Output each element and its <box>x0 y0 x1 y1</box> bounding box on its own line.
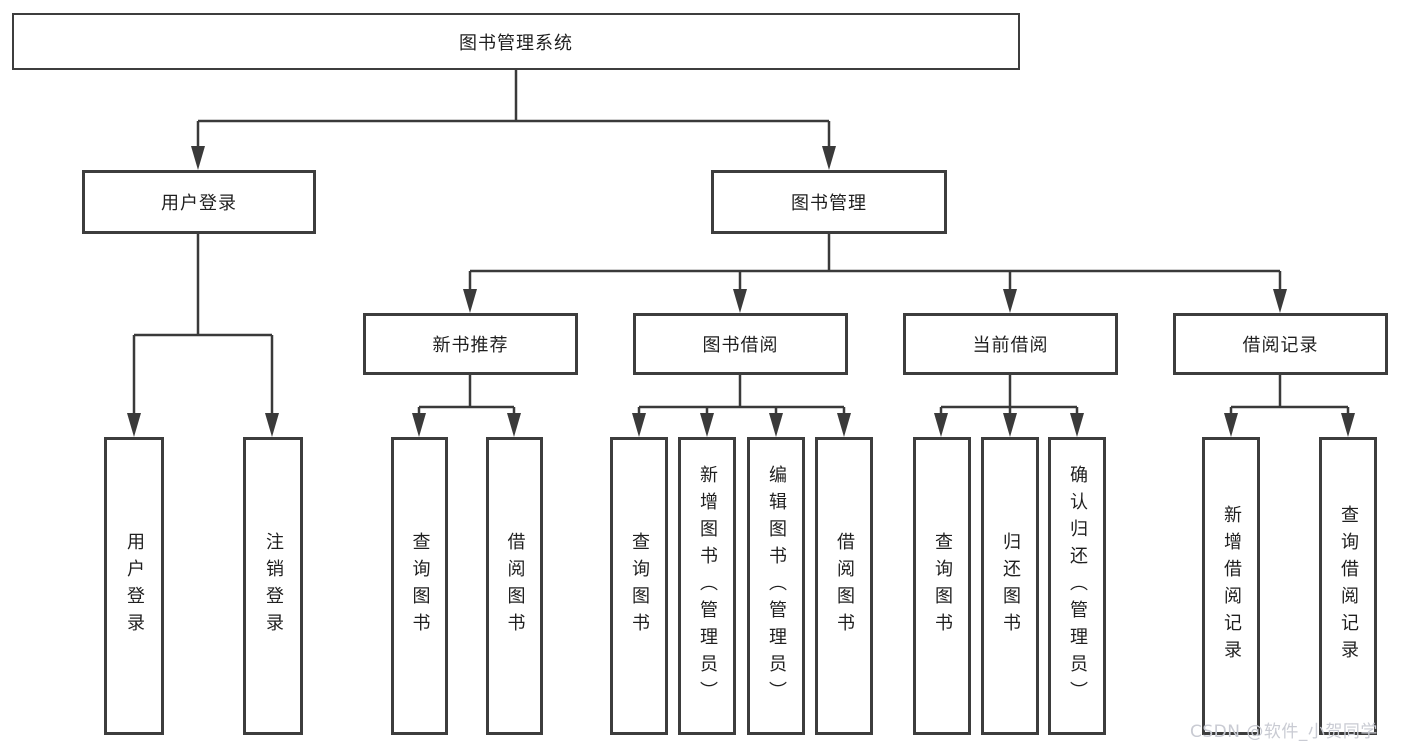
leaf-logout-label: 注销登录 <box>263 532 284 640</box>
leaf-query-borrow-record-label: 查询借阅记录 <box>1338 505 1359 667</box>
leaf-borrow-books-2: 借阅图书 <box>815 437 873 735</box>
leaf-query-books-3-label: 查询图书 <box>932 532 953 640</box>
leaf-borrow-books-label: 借阅图书 <box>504 532 526 640</box>
leaf-return-books-label: 归还图书 <box>1000 532 1021 640</box>
leaf-query-borrow-record: 查询借阅记录 <box>1319 437 1377 735</box>
leaf-borrow-books-2-label: 借阅图书 <box>834 532 855 640</box>
leaf-query-books-3: 查询图书 <box>913 437 971 735</box>
leaf-query-books-2-label: 查询图书 <box>629 532 650 640</box>
leaf-edit-books-admin: 编辑图书（管理员） <box>747 437 805 735</box>
node-borrowing-records: 借阅记录 <box>1173 313 1388 375</box>
node-user-login: 用户登录 <box>82 170 316 234</box>
leaf-add-books-admin-label: 新增图书（管理员） <box>697 464 718 708</box>
leaf-add-books-admin: 新增图书（管理员） <box>678 437 736 735</box>
csdn-watermark: CSDN @软件_小贺同学 <box>1190 722 1378 742</box>
leaf-query-books-label: 查询图书 <box>409 532 431 640</box>
leaf-confirm-return-admin: 确认归还（管理员） <box>1048 437 1106 735</box>
leaf-edit-books-admin-label: 编辑图书（管理员） <box>766 464 787 708</box>
leaf-return-books: 归还图书 <box>981 437 1039 735</box>
leaf-query-books-2: 查询图书 <box>610 437 668 735</box>
node-current-borrowing: 当前借阅 <box>903 313 1118 375</box>
node-book-management: 图书管理 <box>711 170 947 234</box>
leaf-user-login-label: 用户登录 <box>124 532 145 640</box>
leaf-user-login: 用户登录 <box>104 437 164 735</box>
leaf-add-borrow-record-label: 新增借阅记录 <box>1221 505 1242 667</box>
node-new-book-recommendation: 新书推荐 <box>363 313 578 375</box>
node-library-system: 图书管理系统 <box>12 13 1020 70</box>
leaf-confirm-return-admin-label: 确认归还（管理员） <box>1067 464 1088 708</box>
leaf-borrow-books: 借阅图书 <box>486 437 543 735</box>
node-book-borrowing: 图书借阅 <box>633 313 848 375</box>
leaf-logout: 注销登录 <box>243 437 303 735</box>
leaf-add-borrow-record: 新增借阅记录 <box>1202 437 1260 735</box>
leaf-query-books: 查询图书 <box>391 437 448 735</box>
